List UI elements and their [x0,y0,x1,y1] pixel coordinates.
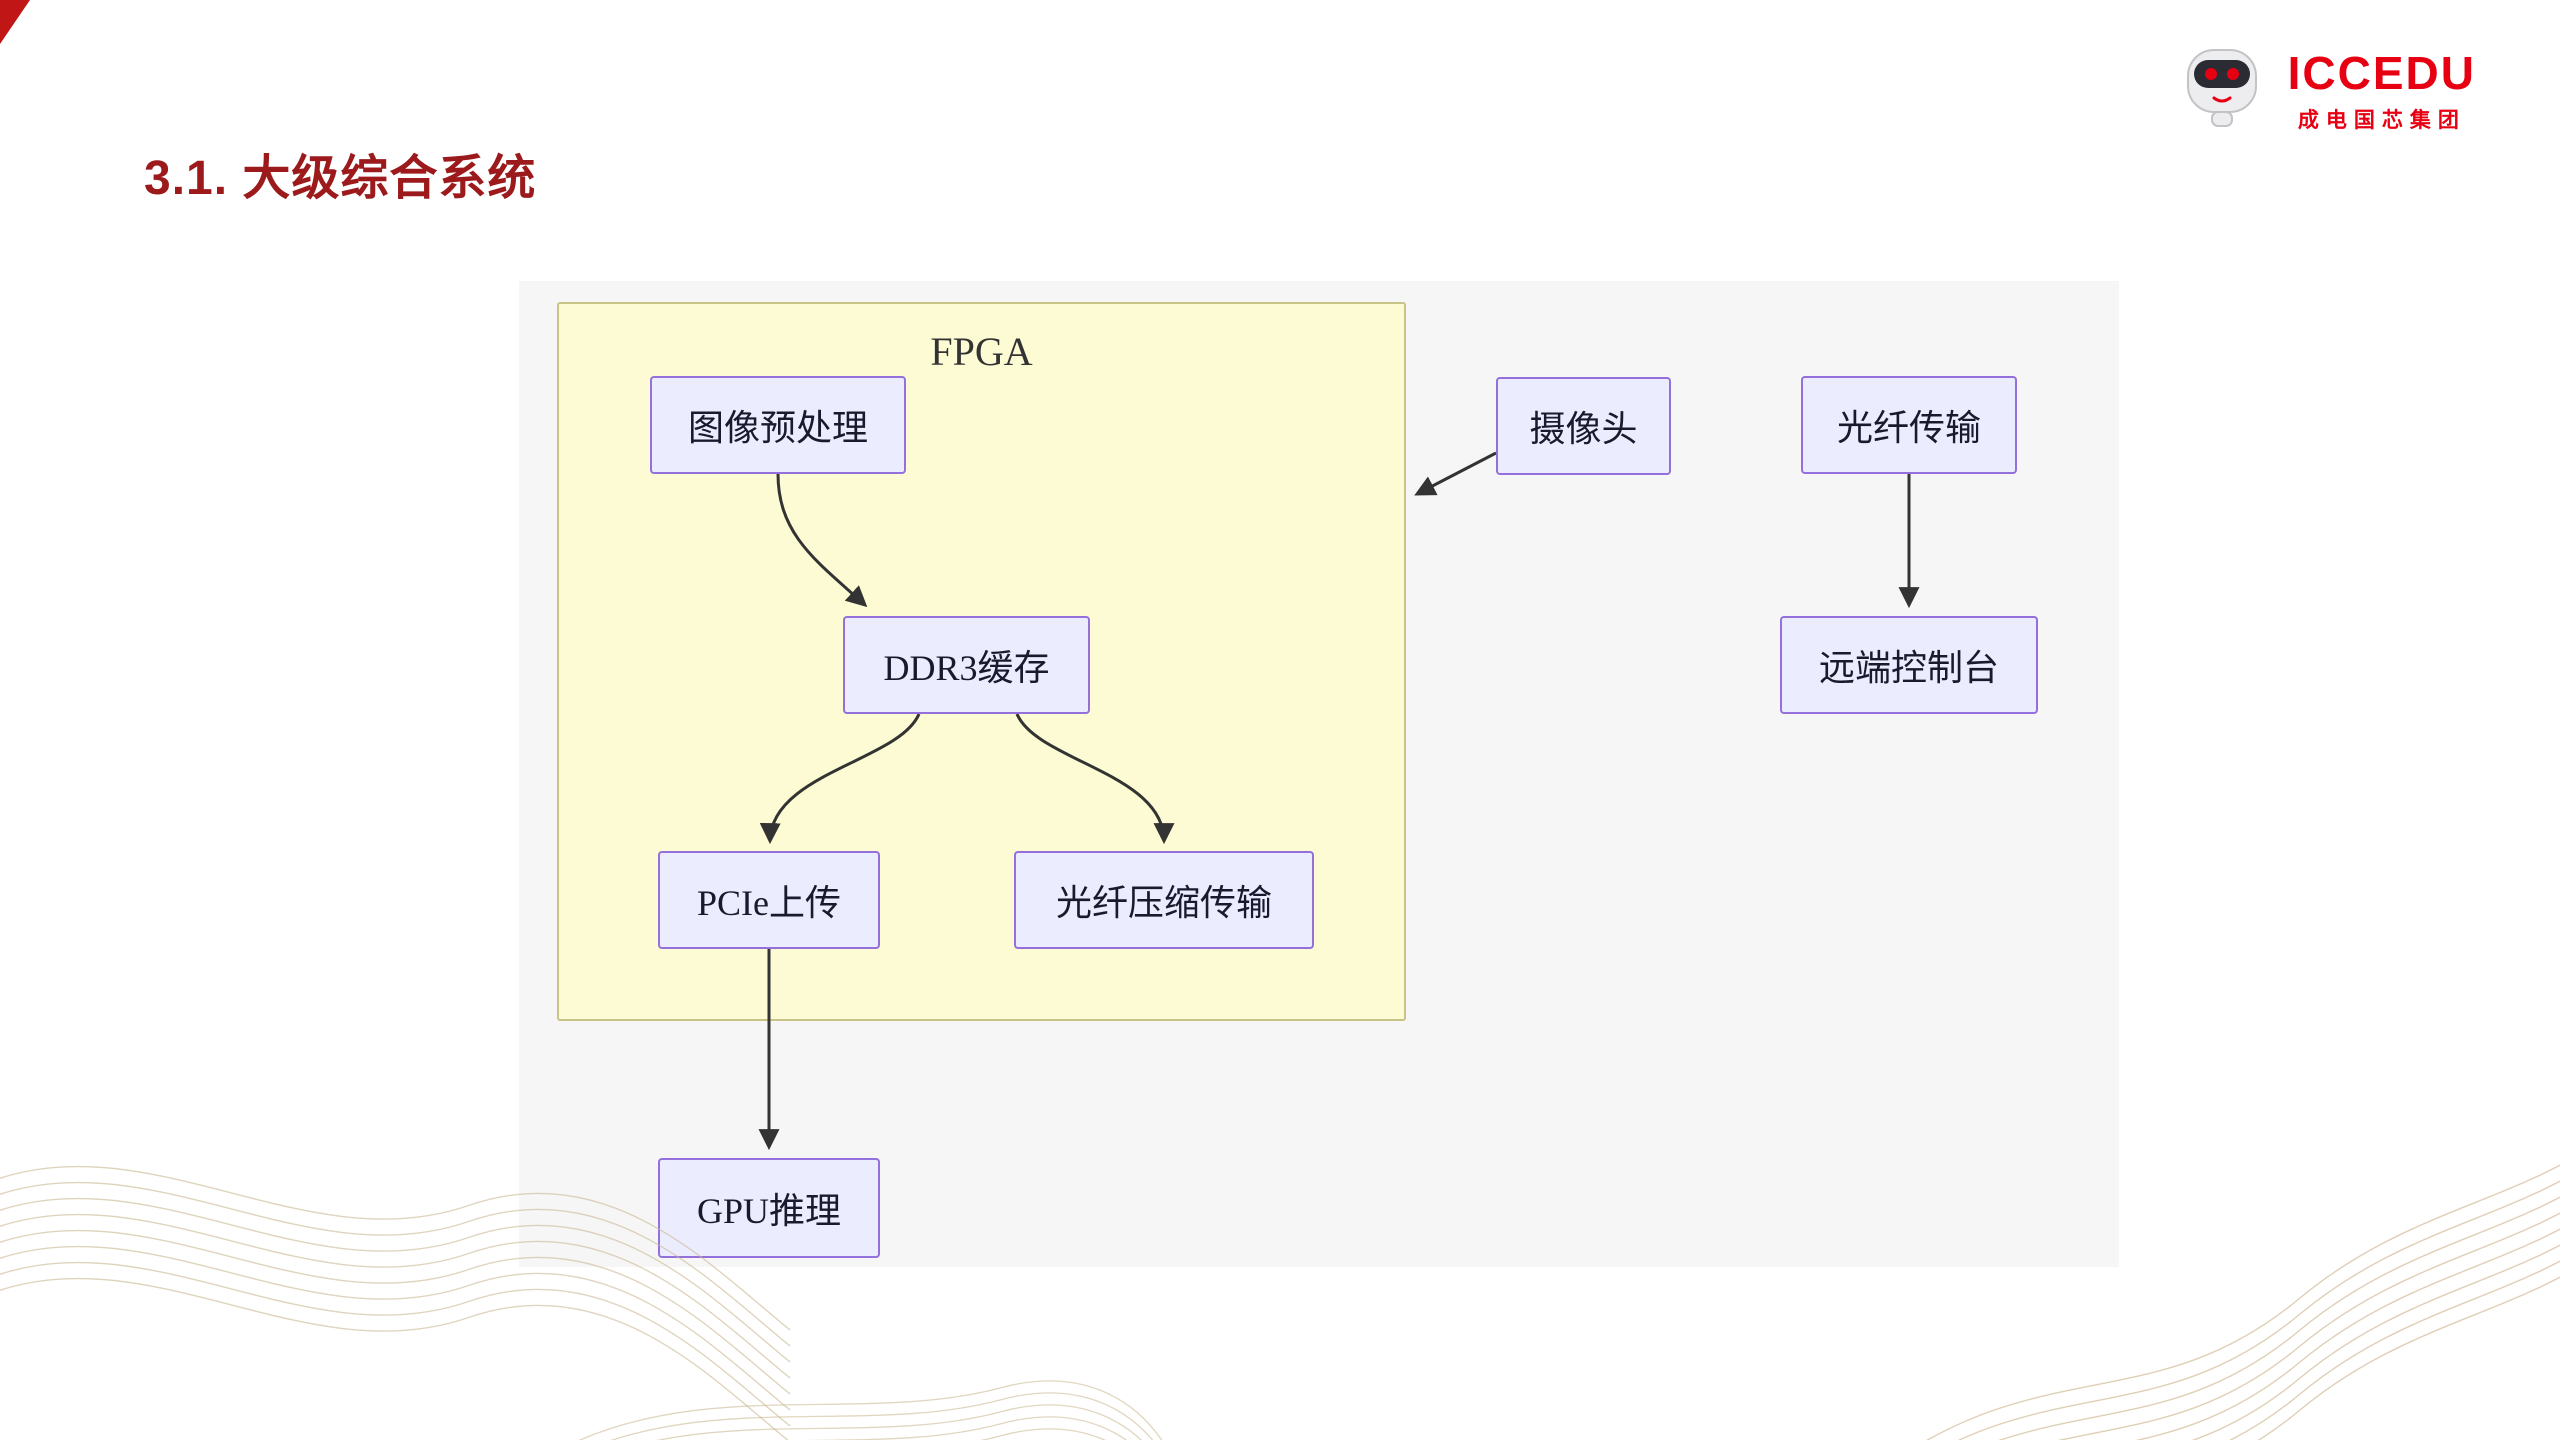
node-gpu-inference: GPU推理 [658,1158,880,1258]
logo-text: ICCEDU 成电国芯集团 [2288,50,2476,134]
node-camera: 摄像头 [1496,377,1671,475]
node-fiber-link: 光纤传输 [1801,376,2017,474]
logo-subtitle: 成电国芯集团 [2297,109,2466,132]
logo: ICCEDU 成电国芯集团 [2174,40,2476,136]
logo-mascot-icon [2186,49,2257,127]
node-ddr3-cache: DDR3缓存 [843,616,1090,714]
logo-brand: ICCEDU [2287,47,2476,99]
node-pcie-upload: PCIe上传 [658,851,880,949]
fpga-container-label: FPGA [930,329,1033,374]
page-title: 3.1. 大级综合系统 [144,152,537,205]
node-fiber-compress: 光纤压缩传输 [1014,851,1314,949]
corner-accent [0,0,30,44]
node-remote-console: 远端控制台 [1780,616,2038,714]
diagram-panel: FPGA 图像预处理 DDR3缓存 PCIe上传 光纤压缩传输 摄像头 光纤传输… [519,281,2119,1267]
node-image-preprocess: 图像预处理 [650,376,906,474]
edge-camera-to-fpga [1414,451,1497,496]
wave-bottom-center [554,1380,1166,1440]
